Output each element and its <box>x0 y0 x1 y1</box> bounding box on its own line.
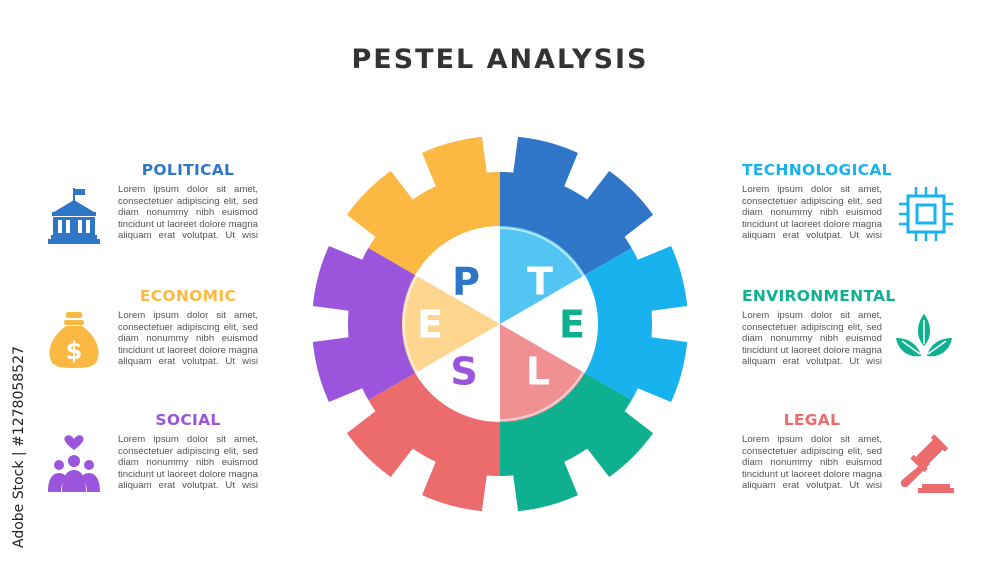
economic-block: ECONOMIC Lorem ipsum dolor sit amet,cons… <box>118 287 258 368</box>
cpu-chip-icon <box>896 184 956 244</box>
social-text: Lorem ipsum dolor sit amet,consectetuer … <box>118 434 258 492</box>
letter-p: P <box>452 260 480 304</box>
stock-watermark-id: Adobe Stock | #1278058527 <box>11 346 27 548</box>
leaves-icon <box>894 310 954 370</box>
environmental-heading: ENVIRONMENTAL <box>742 287 896 305</box>
technological-block: TECHNOLOGICAL Lorem ipsum dolor sit amet… <box>742 161 892 242</box>
letter-e-right: E <box>559 303 585 347</box>
economic-heading: ECONOMIC <box>139 287 237 305</box>
economic-text: Lorem ipsum dolor sit amet,consectetuer … <box>118 310 258 368</box>
legal-heading: LEGAL <box>783 411 841 429</box>
technological-inner-wedge <box>500 226 585 324</box>
legal-text: Lorem ipsum dolor sit amet,consectetuer … <box>742 434 882 492</box>
legal-inner-wedge <box>500 324 585 422</box>
page-title: PESTEL ANALYSIS <box>351 44 649 75</box>
letter-t: T <box>527 260 553 304</box>
political-heading: POLITICAL <box>141 161 235 179</box>
money-bag-icon: $ <box>44 310 104 370</box>
political-text: Lorem ipsum dolor sit amet,consectetuer … <box>118 184 258 242</box>
technological-text: Lorem ipsum dolor sit amet,consectetuer … <box>742 184 882 242</box>
letter-l: L <box>526 350 550 394</box>
letter-s: S <box>450 350 477 394</box>
economic-inner-wedge <box>402 275 500 373</box>
letter-e-left: E <box>417 303 443 347</box>
technological-heading: TECHNOLOGICAL <box>742 161 892 179</box>
environmental-text: Lorem ipsum dolor sit amet,consectetuer … <box>742 310 882 368</box>
environmental-block: ENVIRONMENTAL Lorem ipsum dolor sit amet… <box>742 287 896 368</box>
government-building-icon <box>44 186 104 246</box>
social-block: SOCIAL Lorem ipsum dolor sit amet,consec… <box>118 411 258 492</box>
legal-block: LEGAL Lorem ipsum dolor sit amet,consect… <box>742 411 882 492</box>
pestel-gear: P T E L S E <box>312 136 688 512</box>
people-heart-icon <box>44 434 104 494</box>
political-block: POLITICAL Lorem ipsum dolor sit amet,con… <box>118 161 258 242</box>
gavel-icon <box>896 434 956 494</box>
social-heading: SOCIAL <box>155 411 221 429</box>
svg-text:$: $ <box>66 337 83 365</box>
